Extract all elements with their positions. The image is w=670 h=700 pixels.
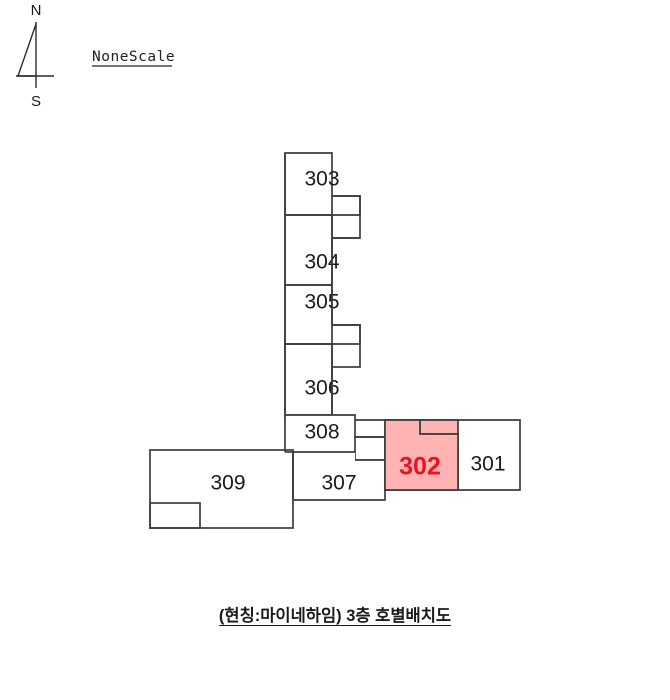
compass-rose: N S	[16, 2, 54, 110]
column-body-fill	[285, 153, 360, 420]
alcove-box-309	[149, 502, 201, 529]
room-309-fill	[150, 450, 293, 528]
room-308-fill	[285, 415, 385, 452]
room-303-label: 303	[304, 168, 339, 191]
room-301-fill	[420, 420, 520, 490]
room-308-label: 308	[304, 421, 339, 444]
plan-title: (현칭:마이네하임) 3층 호별배치도	[218, 607, 452, 625]
compass-south-label: S	[31, 93, 41, 110]
scale-note: NoneScale	[92, 49, 175, 67]
scale-note-label: NoneScale	[92, 49, 175, 65]
compass-north-label: N	[31, 2, 42, 19]
room-305-label: 305	[304, 291, 339, 314]
room-307-label: 307	[321, 472, 356, 495]
room-301-label: 301	[470, 453, 505, 476]
room-301-outline-outer	[420, 419, 521, 491]
room-302-label: 302	[399, 453, 441, 481]
compass-needle-icon	[17, 23, 37, 77]
room-309-label: 309	[210, 472, 245, 495]
floor-plan-geometry: 303 304 305 306	[149, 152, 521, 529]
room-307[interactable]: 307	[292, 451, 386, 501]
room-309[interactable]: 309	[149, 449, 294, 529]
room-302-outline	[384, 419, 459, 491]
room-302-highlighted[interactable]: 302	[384, 419, 459, 491]
room-304-label: 304	[304, 251, 339, 274]
room-307-fill	[293, 452, 385, 500]
room-306-label: 306	[304, 377, 339, 400]
